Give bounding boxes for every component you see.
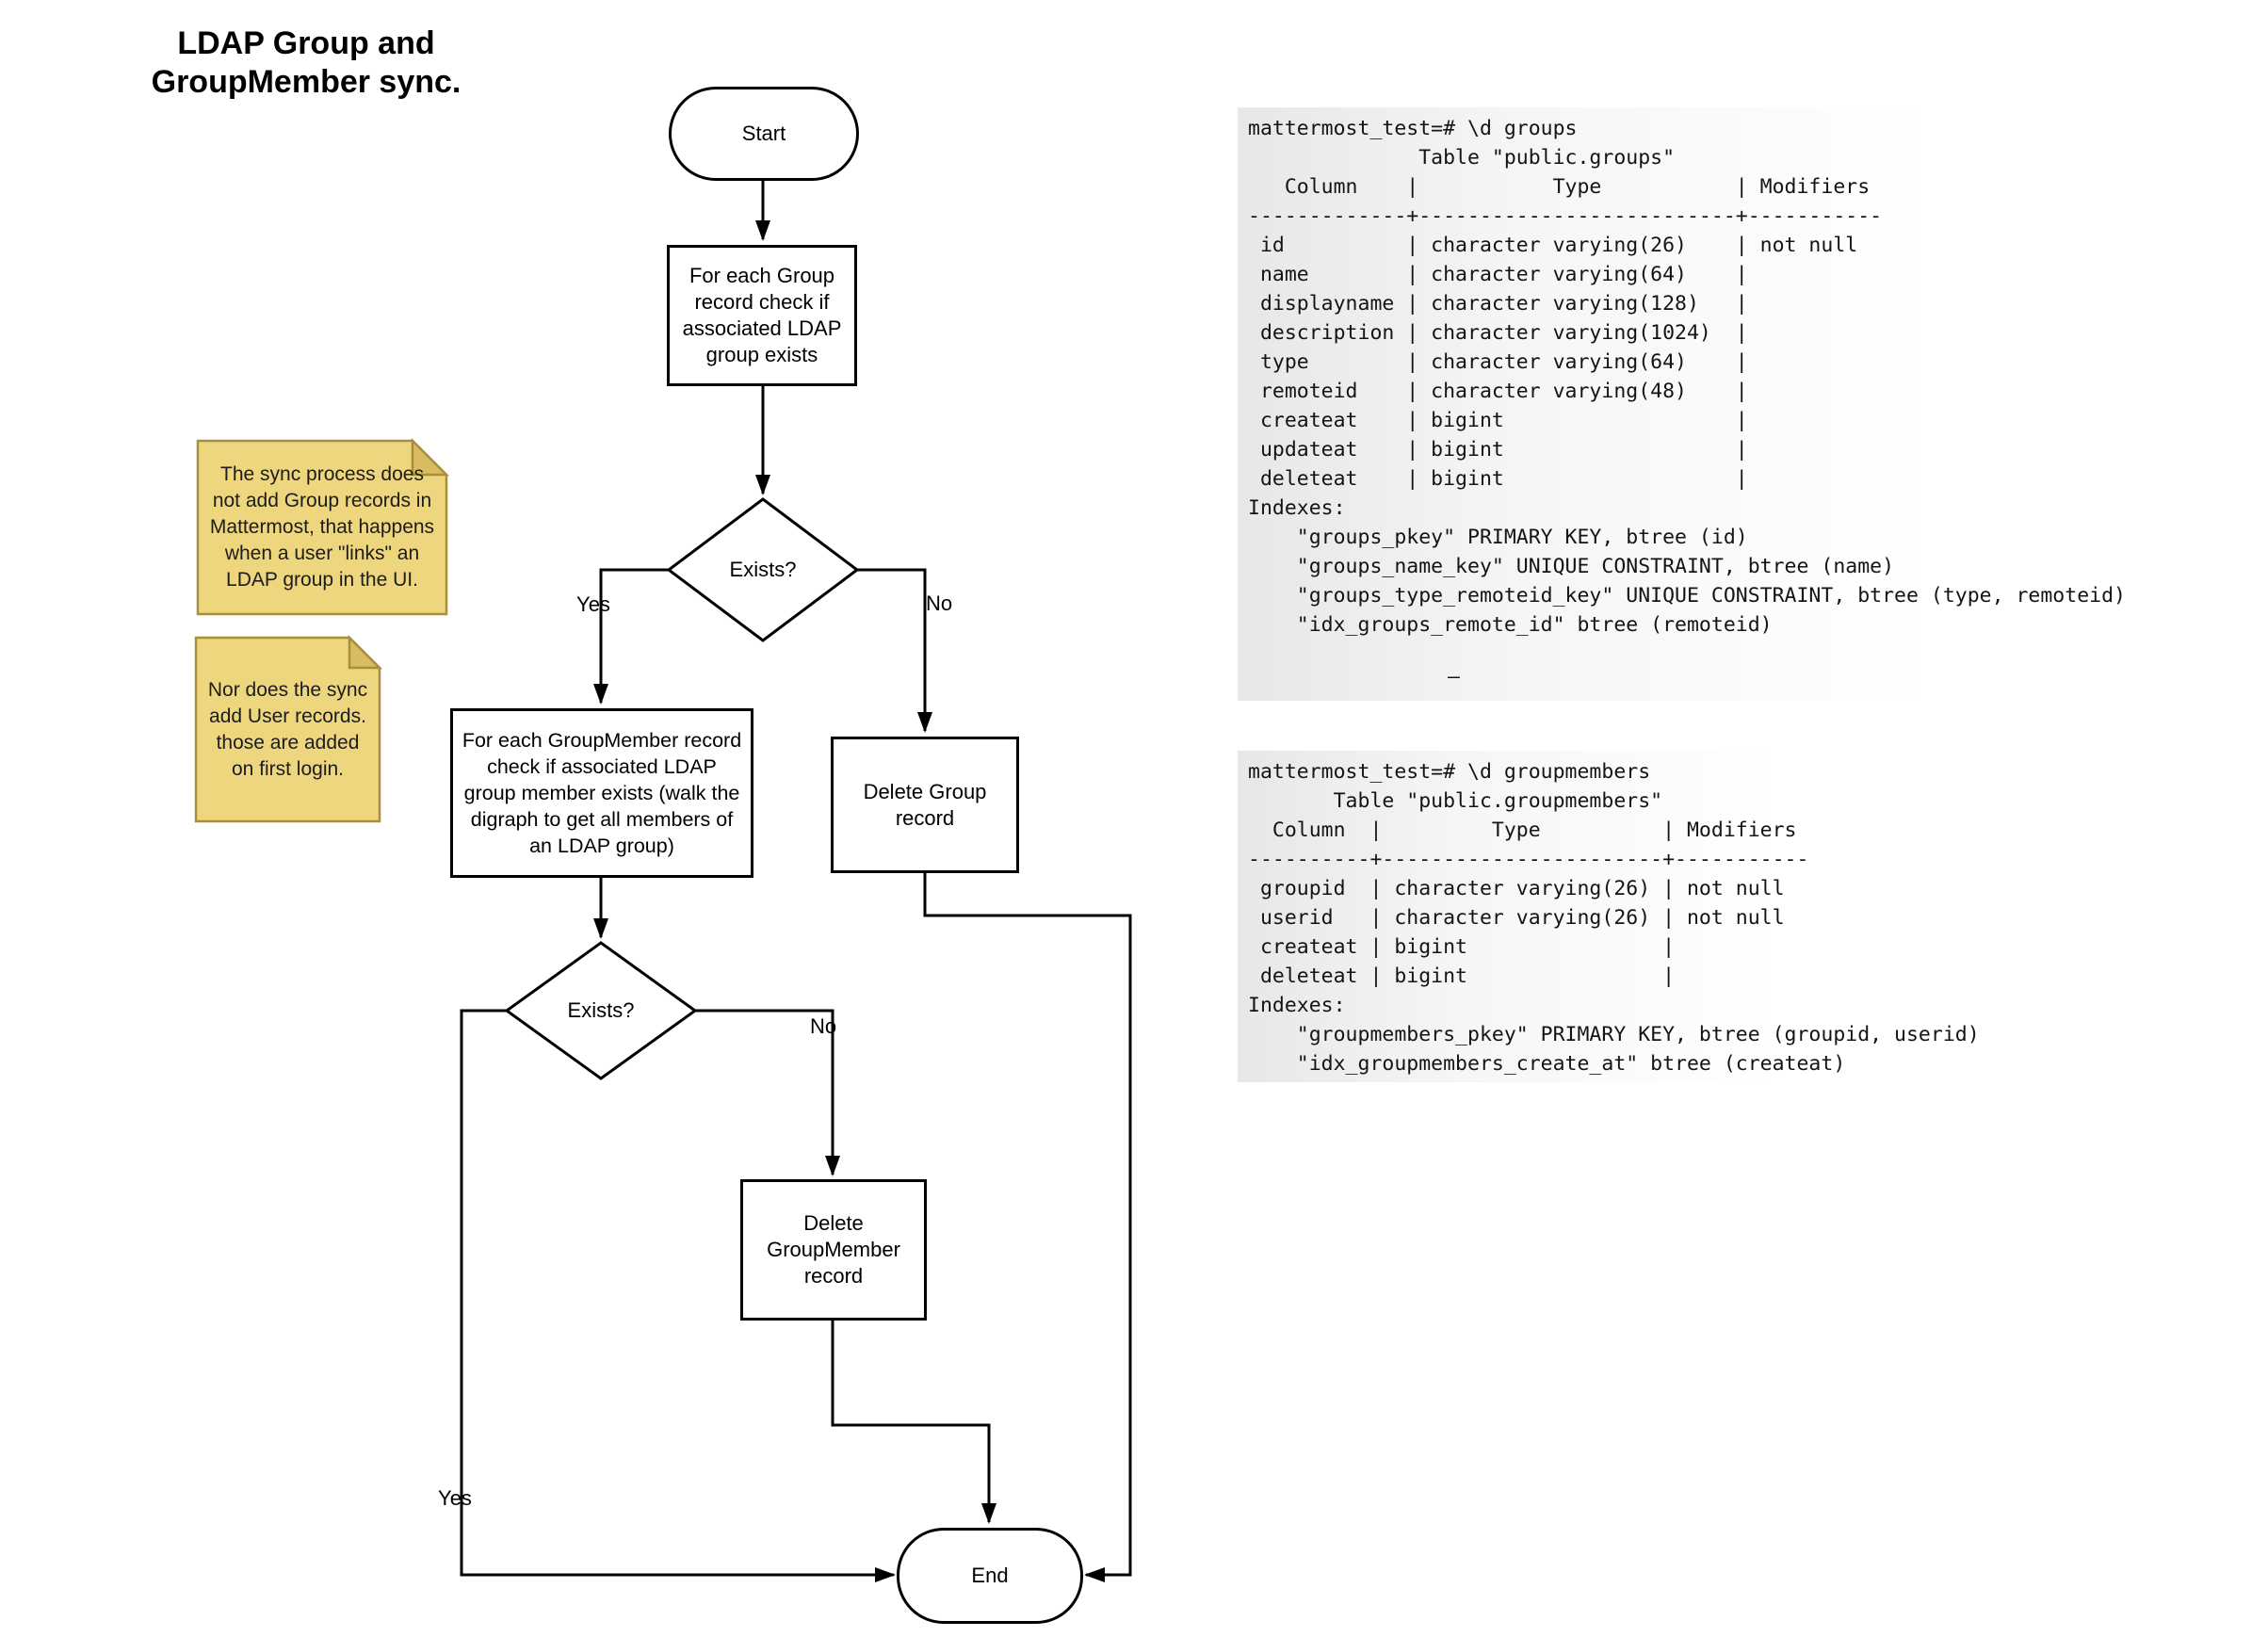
decision-exists1-shape bbox=[666, 497, 860, 642]
edge-delete-groupmember-to-end bbox=[831, 1321, 996, 1524]
edge-label-no2: No bbox=[809, 1014, 837, 1038]
decision-exists2-shape bbox=[504, 941, 698, 1080]
node-delete-groupmember: Delete GroupMember record bbox=[740, 1179, 927, 1321]
terminal-groupmembers-output: mattermost_test=# \d groupmembers Table … bbox=[1248, 760, 1980, 1076]
edge-label-yes2: Yes bbox=[438, 1486, 472, 1510]
node-check-group: For each Group record check if associate… bbox=[667, 245, 857, 386]
terminal-groupmembers-table: mattermost_test=# \d groupmembers Table … bbox=[1238, 751, 1991, 1082]
sticky-note-1-fold bbox=[411, 437, 450, 477]
node-check-groupmember: For each GroupMember record check if ass… bbox=[450, 708, 753, 878]
edge-label-yes1: Yes bbox=[576, 592, 610, 616]
node-start: Start bbox=[669, 87, 859, 181]
edge-exists2-no-to-delete-groupmember bbox=[695, 1009, 840, 1176]
node-delete-group: Delete Group record bbox=[831, 737, 1019, 873]
edge-label-no1: No bbox=[925, 592, 953, 615]
edge-exists1-yes-to-check-groupmember bbox=[593, 568, 669, 705]
sticky-note-2-shape bbox=[194, 636, 381, 823]
terminal-cursor-dash: — bbox=[1448, 665, 1460, 689]
sticky-note-2-fold bbox=[348, 634, 383, 670]
node-end: End bbox=[897, 1528, 1083, 1624]
decision-exists2-label: Exists? bbox=[567, 998, 635, 1022]
edge-delete-group-to-end bbox=[923, 873, 1132, 1582]
sticky-note-1-shape bbox=[196, 439, 448, 616]
sticky-note-1-text: The sync process does not add Group reco… bbox=[209, 463, 435, 591]
page-title: LDAP Group and GroupMember sync. bbox=[151, 25, 462, 100]
sticky-note-2-text: Nor does the sync add User records. thos… bbox=[207, 678, 368, 780]
terminal-groups-table: mattermost_test=# \d groups Table "publi… bbox=[1238, 107, 2195, 701]
decision-exists1-label: Exists? bbox=[729, 558, 797, 581]
edge-exists2-yes-to-end bbox=[460, 1009, 896, 1582]
terminal-groups-output: mattermost_test=# \d groups Table "publi… bbox=[1248, 117, 2126, 637]
edge-exists1-no-to-delete-group bbox=[857, 568, 932, 733]
